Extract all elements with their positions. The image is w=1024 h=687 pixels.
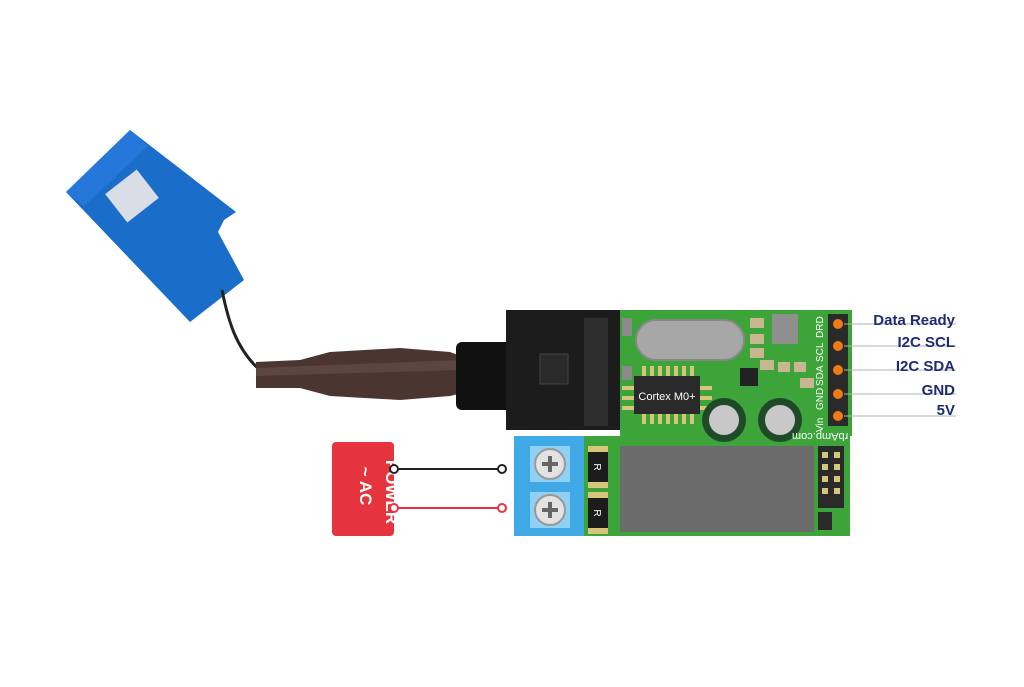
resistor-bottom: R bbox=[588, 492, 608, 534]
resistor-top: R bbox=[588, 446, 608, 488]
chip-label: Cortex M0+ bbox=[638, 391, 695, 403]
screw-terminal-block bbox=[514, 436, 584, 536]
cortex-mcu-chip: Cortex M0+ bbox=[622, 366, 712, 424]
voltage-regulator bbox=[772, 314, 798, 344]
pin-label-5v: 5V bbox=[937, 402, 955, 419]
header-pins bbox=[828, 314, 848, 426]
svg-text:R: R bbox=[591, 463, 602, 470]
crystal-oscillator bbox=[635, 319, 745, 361]
pin-label-i2c-sda: I2C SDA bbox=[896, 358, 955, 375]
silk-drd: DRD bbox=[815, 316, 826, 338]
pin-label-data-ready: Data Ready bbox=[873, 312, 955, 329]
pcb-board: Cortex M0+ Vin GND SDA SCL DRD rbAmp.com bbox=[514, 310, 852, 536]
sensor-wire bbox=[220, 289, 263, 374]
pin-labels: Data Ready I2C SCL I2C SDA GND 5V bbox=[844, 312, 956, 419]
capacitor-right bbox=[758, 398, 802, 442]
silk-sda: SDA bbox=[815, 365, 826, 386]
small-header bbox=[818, 446, 844, 530]
silk-vin: Vin bbox=[815, 418, 826, 432]
sensor-cable bbox=[256, 348, 466, 400]
ac-power-line1: ~ AC bbox=[356, 467, 375, 506]
silk-gnd: GND bbox=[815, 388, 826, 410]
sensor-label-patch bbox=[105, 169, 159, 223]
ac-wire-red bbox=[389, 503, 507, 513]
ac-wire-black bbox=[389, 464, 507, 474]
pin-label-i2c-scl: I2C SCL bbox=[897, 334, 955, 351]
display-module bbox=[620, 446, 814, 532]
pin-label-gnd: GND bbox=[922, 382, 956, 399]
brand-label: rbAmp.com bbox=[792, 430, 848, 442]
current-sensor-clamp bbox=[66, 130, 244, 322]
audio-jack-connector bbox=[456, 310, 624, 430]
silk-scl: SCL bbox=[815, 342, 826, 362]
capacitor-left bbox=[702, 398, 746, 442]
ac-power-badge: ~ AC POWER bbox=[332, 442, 401, 536]
svg-text:R: R bbox=[591, 509, 602, 516]
